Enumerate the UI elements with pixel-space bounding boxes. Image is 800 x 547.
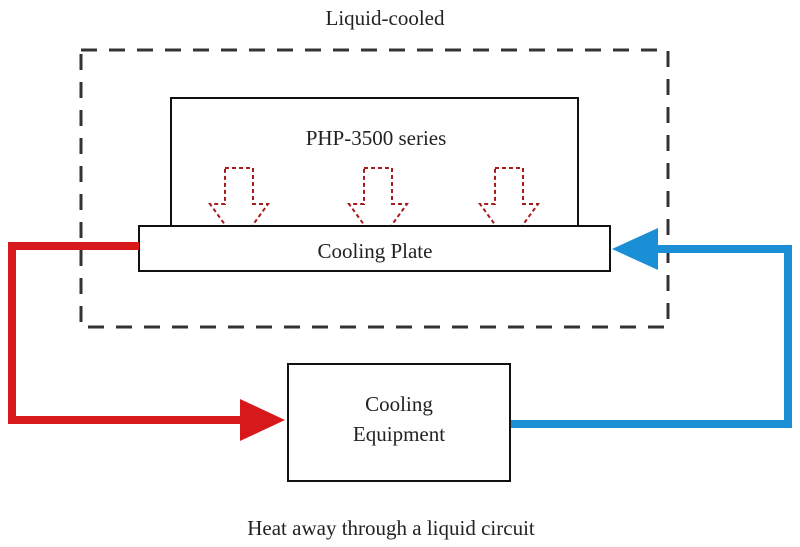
device-label: PHP-3500 series (306, 126, 447, 150)
cold-line-arrowhead (612, 228, 658, 270)
liquid-cooled-boundary (79, 48, 670, 329)
heat-flow-arrow-2 (347, 167, 409, 246)
heat-arrows (208, 167, 540, 246)
cooling-plate-box (138, 225, 611, 272)
cooling-equipment-box (287, 363, 511, 482)
diagram-caption: Heat away through a liquid circuit (247, 516, 535, 540)
php-3500-box (170, 97, 579, 229)
hot-return-line (8, 242, 244, 424)
hot-line-arrowhead (240, 399, 285, 441)
cooling-equipment-label-line1: Cooling (365, 392, 433, 416)
cooling-plate-label: Cooling Plate (318, 239, 433, 263)
cold-supply-line (510, 245, 792, 428)
cooling-equipment-label-line2: Equipment (353, 422, 445, 446)
heat-flow-arrow-1 (208, 167, 270, 246)
enclosure-label: Liquid-cooled (326, 6, 445, 30)
heat-flow-arrow-3 (478, 167, 540, 246)
